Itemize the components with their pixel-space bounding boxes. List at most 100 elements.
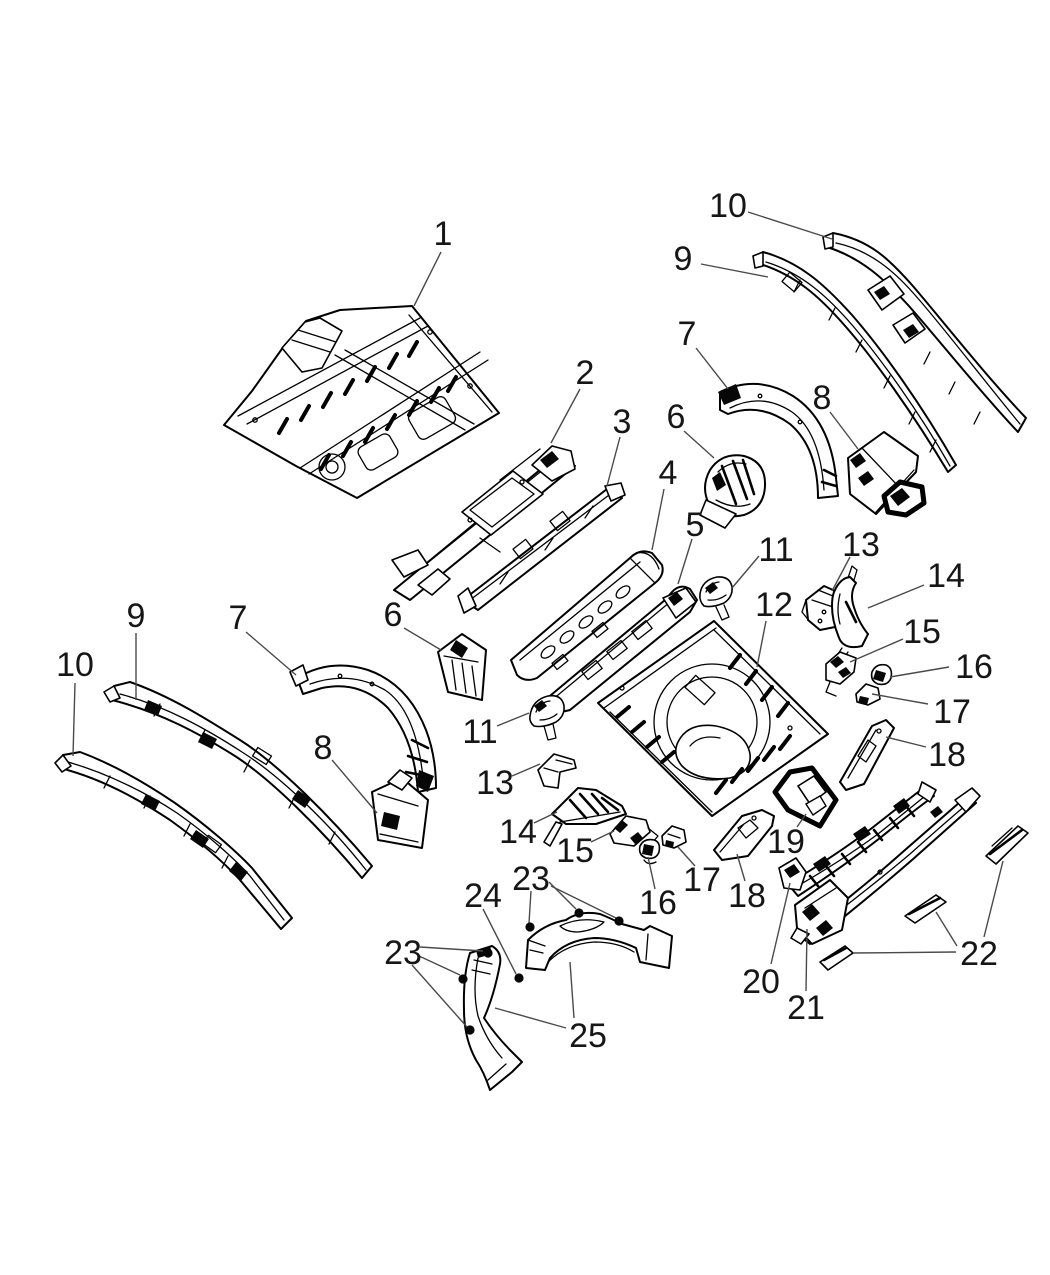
leader-line-19-0 xyxy=(796,813,807,828)
callout-15-left: 15 xyxy=(556,832,594,870)
leader-line-12-0 xyxy=(756,620,767,668)
part-19-support-bracket xyxy=(772,765,839,829)
leader-line-7-left-0 xyxy=(245,631,297,676)
part-10-rail-right xyxy=(822,232,1027,433)
part-1-front-floor-pan xyxy=(223,305,500,499)
part-6-bracket-right xyxy=(699,454,767,529)
callout-16-right: 16 xyxy=(955,648,993,686)
callout-11-right: 11 xyxy=(758,531,793,569)
leader-line-14-left-0 xyxy=(533,811,558,824)
leader-line-25-0 xyxy=(494,1007,567,1029)
part-25-wheelhouse-liner-left xyxy=(462,945,523,1091)
part-7-wheelhouse-left xyxy=(289,664,437,793)
leader-line-18-left-0 xyxy=(736,853,746,882)
leader-line-23-top-1 xyxy=(548,881,577,910)
leader-line-13-right-0 xyxy=(831,556,851,592)
leader-line-23-top-2 xyxy=(550,885,617,919)
leader-line-23-top-0 xyxy=(528,890,532,924)
callout-25: 25 xyxy=(569,1017,607,1055)
fastener-dot-0 xyxy=(483,948,493,958)
fastener-dot-4 xyxy=(525,922,535,932)
leader-line-23-left-0 xyxy=(419,946,484,952)
callout-10-right: 10 xyxy=(709,187,747,225)
part-17-bracket-right xyxy=(855,683,881,706)
part-18-reinforcement-left xyxy=(713,809,775,861)
leader-line-4-0 xyxy=(651,488,665,551)
part-6-bracket-left xyxy=(437,633,487,701)
part-15-bracket-right xyxy=(825,651,857,697)
part-10-rail-left xyxy=(54,751,293,930)
leader-line-11-left-0 xyxy=(496,712,530,727)
leader-line-6-right-0 xyxy=(683,430,715,459)
callout-4: 4 xyxy=(659,454,678,492)
callout-24: 24 xyxy=(464,877,502,915)
part-11-bracket-left xyxy=(529,694,565,741)
part-16-bracket-left xyxy=(638,838,661,865)
leader-line-11-right-0 xyxy=(731,555,760,589)
callout-6-left: 6 xyxy=(384,596,403,634)
callout-8-left: 8 xyxy=(314,729,333,767)
part-2-crossmember xyxy=(391,445,576,601)
callout-14-left: 14 xyxy=(499,813,537,851)
leader-line-23-left-2 xyxy=(411,964,468,1028)
leader-line-9-right-0 xyxy=(700,263,769,278)
callout-7-right: 7 xyxy=(678,315,697,353)
part-22-bracket-a xyxy=(819,945,854,971)
callout-23-left: 23 xyxy=(384,934,422,972)
part-15-bracket-left xyxy=(609,815,659,847)
callout-21: 21 xyxy=(787,989,825,1027)
part-13-bracket-left xyxy=(537,753,577,789)
leader-line-23-left-1 xyxy=(418,955,461,976)
leader-line-10-right-0 xyxy=(747,211,833,240)
leader-line-1-0 xyxy=(413,251,442,307)
callout-13-right: 13 xyxy=(842,526,880,564)
leader-line-3-0 xyxy=(606,436,621,487)
callout-5: 5 xyxy=(686,506,705,544)
callout-10-left: 10 xyxy=(56,646,94,684)
leader-line-14-right-0 xyxy=(867,584,925,609)
part-7-wheelhouse-right xyxy=(718,382,839,499)
part-25-wheelhouse-liner-right xyxy=(525,911,673,971)
leader-line-8-left-0 xyxy=(331,759,378,814)
leader-line-16-right-0 xyxy=(889,666,950,678)
leader-line-10-left-0 xyxy=(72,682,76,757)
callout-17-right: 17 xyxy=(933,693,971,731)
fastener-dot-3 xyxy=(514,973,524,983)
part-21-crossmember-beam xyxy=(790,787,981,945)
part-11-bracket-right xyxy=(699,576,733,621)
part-12-rear-floor-pan xyxy=(597,620,829,817)
leader-line-17-left-0 xyxy=(677,846,696,867)
leader-line-6-left-0 xyxy=(403,627,442,651)
callout-2: 2 xyxy=(576,354,595,392)
callout-15-right: 15 xyxy=(903,613,941,651)
part-18-reinforcement-right xyxy=(839,719,895,791)
leader-line-20-0 xyxy=(770,882,791,965)
part-20-rear-panel xyxy=(778,781,937,897)
leader-line-5-0 xyxy=(677,538,693,585)
leader-line-21-0 xyxy=(805,928,808,992)
fastener-dot-2 xyxy=(465,1025,475,1035)
part-17-bracket-left xyxy=(661,825,687,849)
part-22-bracket-b xyxy=(904,894,947,924)
part-8-bracket-right xyxy=(847,431,919,515)
part-16-bracket-right xyxy=(870,663,893,686)
leader-line-17-right-0 xyxy=(871,693,929,705)
callout-1: 1 xyxy=(434,215,453,253)
callout-20: 20 xyxy=(742,963,780,1001)
leader-line-22-0 xyxy=(935,911,958,947)
callout-16-left: 16 xyxy=(639,884,677,922)
callout-23-top: 23 xyxy=(512,860,550,898)
leader-line-18-right-0 xyxy=(885,736,927,748)
part-22-bracket-c xyxy=(985,825,1029,865)
callout-22: 22 xyxy=(960,935,998,973)
part-14-gusset-left xyxy=(543,787,627,847)
leader-line-13-left-0 xyxy=(511,763,541,777)
leader-line-15-left-0 xyxy=(590,830,615,843)
part-9-rail-right xyxy=(752,251,957,518)
callout-17-left: 17 xyxy=(683,861,721,899)
callout-11-left: 11 xyxy=(462,713,497,751)
callout-18-right: 18 xyxy=(928,736,966,774)
callout-3: 3 xyxy=(613,403,632,441)
callout-12: 12 xyxy=(755,586,793,624)
